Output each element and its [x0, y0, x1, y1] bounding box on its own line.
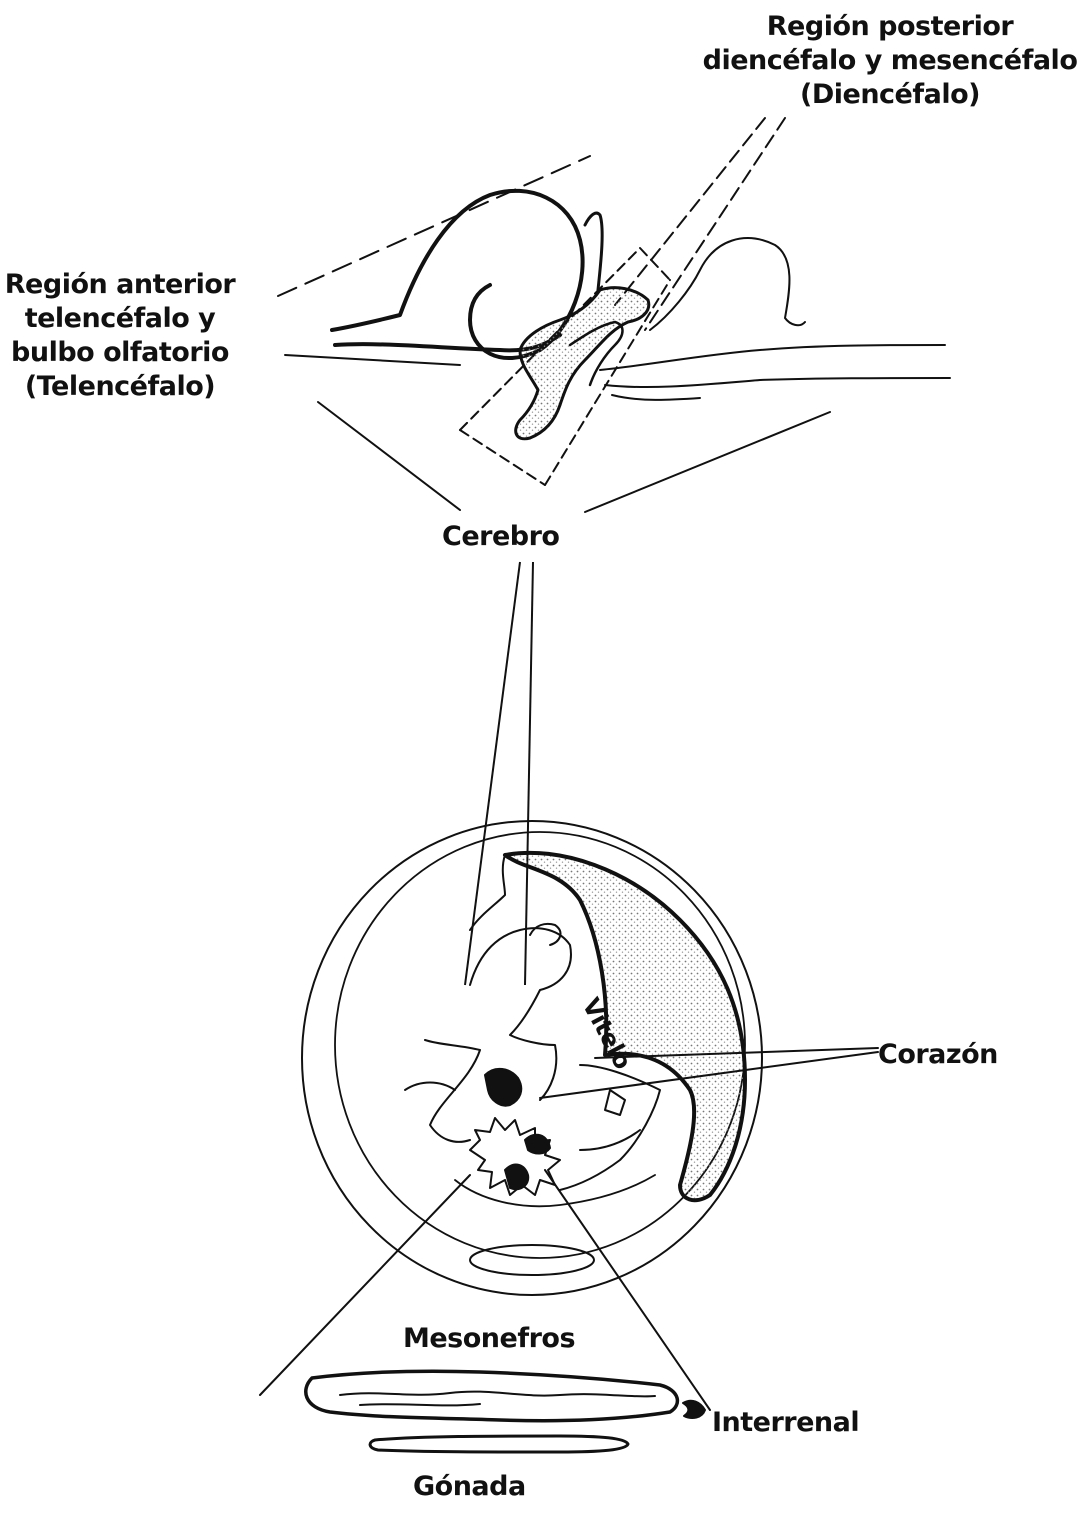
posterior-pointer-line-1: [615, 118, 765, 305]
posterior-pointer-line-2: [645, 118, 785, 330]
frame-line-lower-left: [318, 402, 460, 510]
label-anterior-line1: Región anterior: [0, 268, 240, 302]
label-posterior-line3: (Diencéfalo): [690, 78, 1090, 112]
heart: [485, 1069, 521, 1106]
kidney-gonad-detail: [306, 1371, 705, 1452]
diencephalon-stipple: [516, 288, 649, 439]
label-anterior-region-title: Región anterior telencéfalo y bulbo olfa…: [0, 268, 240, 404]
hindbrain-outline: [650, 238, 805, 330]
label-gonada: Gónada: [413, 1470, 526, 1504]
frame-line-lower-right: [585, 412, 830, 512]
label-interrenal: Interrenal: [712, 1406, 859, 1440]
label-mesonefros: Mesonefros: [403, 1322, 575, 1356]
label-anterior-line4: (Telencéfalo): [0, 370, 240, 404]
brain-detail: [278, 118, 950, 512]
label-cerebro: Cerebro: [442, 520, 559, 554]
interrenal-shape: [683, 1401, 705, 1418]
label-anterior-line2: telencéfalo y: [0, 302, 240, 336]
interrenal-dark: [505, 1165, 528, 1190]
interrenal-pointer-line: [545, 1170, 710, 1410]
label-posterior-line2: diencéfalo y mesencéfalo: [690, 44, 1090, 78]
label-posterior-line1: Región posterior: [690, 10, 1090, 44]
label-posterior-region-title: Región posterior diencéfalo y mesencéfal…: [690, 10, 1090, 112]
label-anterior-line3: bulbo olfatorio: [0, 336, 240, 370]
frame-line-left: [285, 355, 460, 365]
gonada-shape: [370, 1436, 628, 1452]
egg-lower-pocket: [470, 1245, 594, 1275]
frame-line-top: [278, 156, 590, 296]
label-corazon: Corazón: [878, 1038, 998, 1072]
cerebro-pointer-lines: [465, 562, 533, 985]
mesonefros-pointer-line: [260, 1175, 470, 1395]
